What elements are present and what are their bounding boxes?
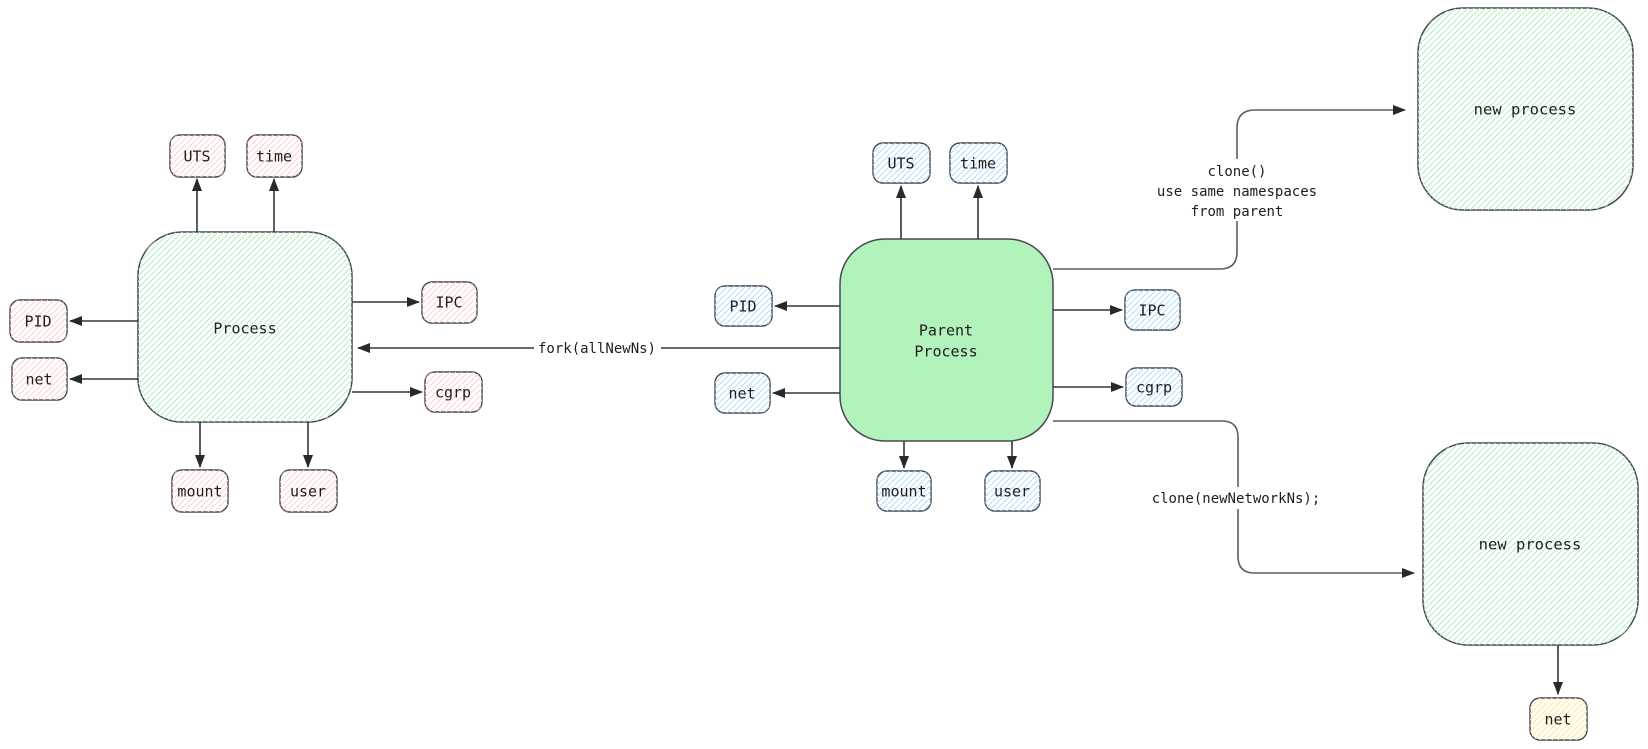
parent-process-label-line2: Process <box>914 342 977 360</box>
ns-label-mount-parent: mount <box>881 482 926 500</box>
ns-label-uts-parent: UTS <box>887 154 914 172</box>
ns-box-ipc-left: IPC <box>421 281 478 324</box>
ns-label-net-parent: net <box>728 384 755 402</box>
left-process-group: Process UTS time PID net <box>9 134 483 513</box>
clone-bottom-label: clone(newNetworkNs); <box>1152 491 1321 507</box>
bottom-new-process-box-hatch <box>1423 443 1638 645</box>
ns-box-cgrp-left: cgrp <box>424 371 483 413</box>
ns-label-pid-left: PID <box>24 312 51 330</box>
ns-box-pid-parent: PID <box>714 285 773 327</box>
ns-label-user-left: user <box>290 482 326 500</box>
ns-box-time-parent: time <box>949 142 1008 184</box>
ns-label-user-parent: user <box>994 482 1030 500</box>
ns-label-ipc-left: IPC <box>435 293 462 311</box>
ns-box-mount-left: mount <box>171 469 229 513</box>
fork-edge: fork(allNewNs) <box>357 339 840 357</box>
bottom-new-process-group: clone(newNetworkNs); new process net <box>1053 420 1639 741</box>
top-new-process-box-hatch <box>1418 8 1633 210</box>
parent-process-group: Parent Process UTS time PID n <box>714 142 1183 512</box>
clone-top-label-line2: use same namespaces <box>1157 184 1317 200</box>
ns-label-uts-left: UTS <box>183 147 210 165</box>
clone-top-label-line1: clone() <box>1207 164 1266 180</box>
left-process-label: Process <box>213 319 276 337</box>
ns-label-net-bottom: net <box>1544 710 1571 728</box>
ns-box-cgrp-parent: cgrp <box>1125 367 1183 407</box>
fork-label-bg <box>534 339 661 357</box>
ns-box-pid-left: PID <box>9 299 68 343</box>
clone-bottom-label-bg <box>1148 487 1326 509</box>
fork-label: fork(allNewNs) <box>538 341 656 357</box>
ns-box-user-left: user <box>279 469 338 513</box>
ns-label-cgrp-parent: cgrp <box>1136 378 1172 396</box>
top-new-process-group: clone() use same namespaces from parent … <box>1053 7 1634 270</box>
parent-process-label-line1: Parent <box>919 321 973 339</box>
ns-box-net-left: net <box>11 357 68 401</box>
ns-label-net-left: net <box>25 370 52 388</box>
ns-label-cgrp-left: cgrp <box>435 383 471 401</box>
ns-label-ipc-parent: IPC <box>1138 301 1165 319</box>
ns-box-user-parent: user <box>984 470 1041 512</box>
ns-box-ipc-parent: IPC <box>1124 289 1181 331</box>
bottom-new-process-label: new process <box>1479 535 1582 553</box>
left-process-box-hatch <box>138 232 352 422</box>
ns-label-pid-parent: PID <box>729 297 756 315</box>
ns-label-time-left: time <box>256 147 292 165</box>
clone-top-label-line3: from parent <box>1191 204 1284 220</box>
ns-box-time-left: time <box>246 134 303 178</box>
ns-label-time-parent: time <box>960 154 996 172</box>
ns-box-uts-left: UTS <box>169 134 226 178</box>
clone-top-label-bg <box>1151 159 1323 221</box>
parent-process-box <box>839 238 1054 442</box>
ns-box-net-bottom: net <box>1529 697 1588 741</box>
ns-box-mount-parent: mount <box>876 470 932 512</box>
ns-box-uts-parent: UTS <box>872 142 931 184</box>
ns-box-net-parent: net <box>714 372 771 414</box>
ns-label-mount-left: mount <box>177 482 222 500</box>
top-new-process-label: new process <box>1474 100 1577 118</box>
